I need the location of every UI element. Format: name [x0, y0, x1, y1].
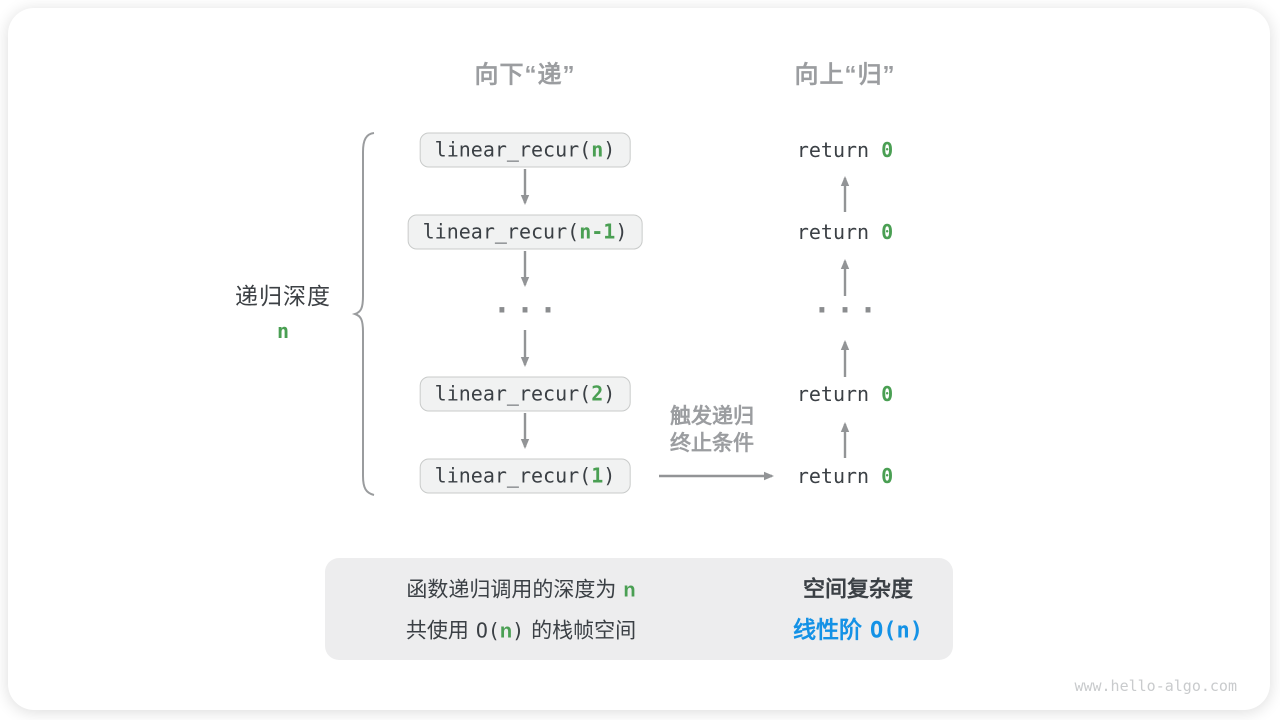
call-box-1: linear_recur(1) — [419, 458, 631, 494]
summary-left-line1: 函数递归调用的深度为 n — [406, 571, 636, 611]
return-keyword: return — [796, 382, 882, 406]
summary-line1-zh: 函数递归调用的深度为 — [406, 578, 617, 602]
stack-ellipsis: ··· — [492, 293, 563, 329]
summary-panel — [325, 558, 953, 660]
return-statement-2: return 0 — [797, 220, 893, 244]
column-header-descend: 向下“递” — [474, 61, 576, 89]
code-post: ) — [603, 381, 616, 406]
summary-line2-zh2: 的栈帧空间 — [531, 619, 637, 643]
summary-result: 线性阶 O(n) — [793, 610, 923, 652]
summary-line2-arg: n — [499, 620, 513, 643]
summary-title: 空间复杂度 — [802, 576, 914, 602]
summary-result-zh: 线性阶 — [793, 616, 863, 643]
code-arg: 2 — [591, 381, 604, 406]
return-statement-3: return 0 — [797, 382, 893, 406]
return-value: 0 — [881, 464, 894, 488]
returns-ellipsis: ··· — [812, 293, 883, 329]
return-statement-1: return 0 — [797, 138, 893, 162]
code-pre: linear_recur( — [434, 463, 592, 488]
return-value: 0 — [881, 220, 894, 244]
recursion-depth-label: 递归深度 — [235, 283, 331, 309]
recursion-depth-value: n — [276, 319, 290, 343]
base-case-line2: 终止条件 — [670, 432, 754, 455]
return-statement-4: return 0 — [797, 464, 893, 488]
code-pre: linear_recur( — [434, 381, 592, 406]
summary-line2-code-post: ) — [512, 618, 525, 643]
return-keyword: return — [796, 138, 882, 162]
code-post: ) — [603, 137, 616, 162]
summary-result-code: O(n) — [870, 618, 923, 644]
return-value: 0 — [881, 138, 894, 162]
base-case-label: 触发递归 终止条件 — [670, 403, 754, 457]
base-case-line1: 触发递归 — [670, 405, 754, 428]
summary-line2-zh1: 共使用 — [405, 619, 469, 643]
call-box-n: linear_recur(n) — [419, 132, 631, 168]
call-box-2: linear_recur(2) — [419, 376, 631, 412]
code-pre: linear_recur( — [434, 137, 592, 162]
return-keyword: return — [796, 220, 882, 244]
code-arg: n-1 — [579, 219, 616, 244]
summary-line1-arg: n — [623, 579, 636, 602]
watermark: www.hello-algo.com — [1074, 677, 1237, 695]
code-post: ) — [615, 219, 628, 244]
code-post: ) — [603, 463, 616, 488]
column-header-ascend: 向上“归” — [794, 61, 896, 89]
call-box-n-1: linear_recur(n-1) — [407, 214, 643, 250]
code-pre: linear_recur( — [422, 219, 580, 244]
code-arg: n — [591, 137, 604, 162]
code-arg: 1 — [591, 463, 604, 488]
summary-line2-code-pre: O( — [475, 618, 500, 643]
summary-right-text: 空间复杂度 线性阶 O(n) — [793, 569, 923, 652]
return-keyword: return — [796, 464, 882, 488]
return-value: 0 — [881, 382, 894, 406]
